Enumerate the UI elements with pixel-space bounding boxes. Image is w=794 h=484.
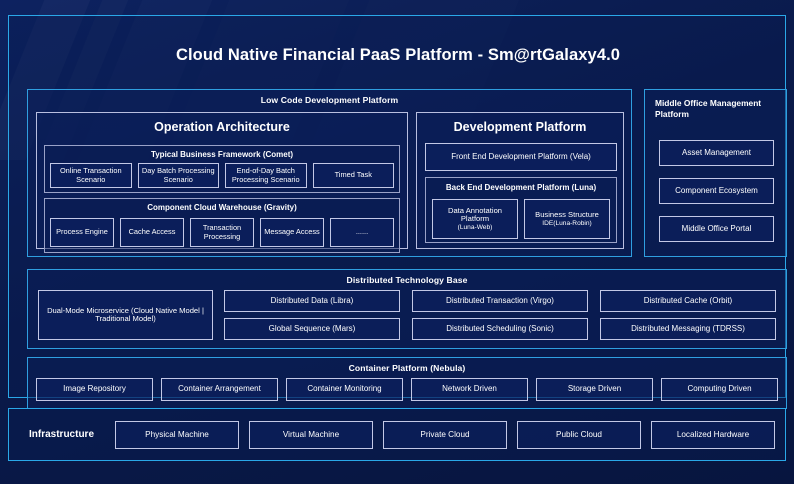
subpanel-title-luna: Back End Development Platform (Luna) xyxy=(445,183,597,192)
chip-ellipsis[interactable]: ...... xyxy=(330,218,394,247)
subpanel-component-cloud-warehouse: Component Cloud Warehouse (Gravity) Proc… xyxy=(44,198,400,253)
subpanel-title-gravity: Component Cloud Warehouse (Gravity) xyxy=(147,203,297,212)
section-middle-office-management-platform: Middle Office Management Platform Asset … xyxy=(644,89,787,257)
chip-front-end-development-platform[interactable]: Front End Development Platform (Vela) xyxy=(425,143,617,171)
chip-asset-management[interactable]: Asset Management xyxy=(659,140,774,166)
platform-outer-frame: Cloud Native Financial PaaS Platform - S… xyxy=(8,15,787,409)
chip-distributed-cache[interactable]: Distributed Cache (Orbit) xyxy=(600,290,776,312)
chip-container-monitoring[interactable]: Container Monitoring xyxy=(286,378,403,401)
subpanel-back-end-development-platform: Back End Development Platform (Luna) Dat… xyxy=(425,177,617,243)
infrastructure-chip-row: Physical Machine Virtual Machine Private… xyxy=(115,420,775,449)
chip-day-batch-processing-scenario[interactable]: Day Batch Processing Scenario xyxy=(137,163,219,188)
chip-message-access[interactable]: Message Access xyxy=(260,218,324,247)
chip-business-structure-main: Business Structure xyxy=(535,210,599,220)
chip-dual-mode-microservice[interactable]: Dual-Mode Microservice (Cloud Native Mod… xyxy=(38,290,213,340)
panel-title-development-platform: Development Platform xyxy=(453,120,587,134)
chip-timed-task[interactable]: Timed Task xyxy=(312,163,394,188)
chip-virtual-machine[interactable]: Virtual Machine xyxy=(249,420,373,449)
subpanel-typical-business-framework: Typical Business Framework (Comet) Onlin… xyxy=(44,145,400,193)
chip-localized-hardware[interactable]: Localized Hardware xyxy=(651,420,775,449)
chip-container-arrangement[interactable]: Container Arrangement xyxy=(161,378,278,401)
gravity-chip-row: Process Engine Cache Access Transaction … xyxy=(50,218,394,247)
chip-physical-machine[interactable]: Physical Machine xyxy=(115,420,239,449)
container-chip-row: Image Repository Container Arrangement C… xyxy=(36,378,778,401)
chip-storage-driven[interactable]: Storage Driven xyxy=(536,378,653,401)
chip-distributed-data[interactable]: Distributed Data (Libra) xyxy=(224,290,400,312)
chip-network-driven[interactable]: Network Driven xyxy=(411,378,528,401)
section-title-distributed-technology-base: Distributed Technology Base xyxy=(346,275,468,285)
section-infrastructure: Infrastructure Physical Machine Virtual … xyxy=(8,408,786,461)
chip-distributed-messaging[interactable]: Distributed Messaging (TDRSS) xyxy=(600,318,776,340)
chip-component-ecosystem[interactable]: Component Ecosystem xyxy=(659,178,774,204)
chip-computing-driven[interactable]: Computing Driven xyxy=(661,378,778,401)
panel-operation-architecture: Operation Architecture Typical Business … xyxy=(36,112,408,253)
page-title: Cloud Native Financial PaaS Platform - S… xyxy=(175,46,621,64)
chip-image-repository[interactable]: Image Repository xyxy=(36,378,153,401)
chip-data-annotation-sub: (Luna-Web) xyxy=(457,223,493,231)
chip-private-cloud[interactable]: Private Cloud xyxy=(383,420,507,449)
section-title-container-platform: Container Platform (Nebula) xyxy=(348,363,466,373)
section-distributed-technology-base: Distributed Technology Base Dual-Mode Mi… xyxy=(27,269,787,349)
chip-end-of-day-batch-processing-scenario[interactable]: End-of-Day Batch Processing Scenario xyxy=(225,163,307,188)
comet-chip-row: Online Transaction Scenario Day Batch Pr… xyxy=(50,163,394,188)
chip-distributed-transaction[interactable]: Distributed Transaction (Virgo) xyxy=(412,290,588,312)
chip-cache-access[interactable]: Cache Access xyxy=(120,218,184,247)
chip-public-cloud[interactable]: Public Cloud xyxy=(517,420,641,449)
luna-chip-row: Data Annotation Platform (Luna-Web) Busi… xyxy=(432,199,610,239)
section-container-platform: Container Platform (Nebula) Image Reposi… xyxy=(27,357,787,409)
dtb-chip-grid: Distributed Data (Libra) Distributed Tra… xyxy=(224,290,776,340)
chip-data-annotation-platform[interactable]: Data Annotation Platform (Luna-Web) xyxy=(432,199,518,239)
chip-distributed-scheduling[interactable]: Distributed Scheduling (Sonic) xyxy=(412,318,588,340)
chip-data-annotation-main: Data Annotation Platform xyxy=(447,205,503,224)
chip-process-engine[interactable]: Process Engine xyxy=(50,218,114,247)
chip-middle-office-portal[interactable]: Middle Office Portal xyxy=(659,216,774,242)
chip-business-structure-sub: IDE(Luna-Robin) xyxy=(542,219,592,227)
infrastructure-label: Infrastructure xyxy=(29,429,95,440)
chip-online-transaction-scenario[interactable]: Online Transaction Scenario xyxy=(50,163,132,188)
subpanel-title-comet: Typical Business Framework (Comet) xyxy=(150,150,294,159)
chip-business-structure-ide[interactable]: Business Structure IDE(Luna-Robin) xyxy=(524,199,610,239)
section-low-code-development-platform: Low Code Development Platform Operation … xyxy=(27,89,632,257)
panel-title-operation-architecture: Operation Architecture xyxy=(154,120,290,134)
chip-global-sequence[interactable]: Global Sequence (Mars) xyxy=(224,318,400,340)
chip-transaction-processing[interactable]: Transaction Processing xyxy=(190,218,254,247)
section-title-middle-office: Middle Office Management Platform xyxy=(655,98,762,120)
panel-development-platform: Development Platform Front End Developme… xyxy=(416,112,624,249)
section-title-low-code: Low Code Development Platform xyxy=(260,95,399,105)
